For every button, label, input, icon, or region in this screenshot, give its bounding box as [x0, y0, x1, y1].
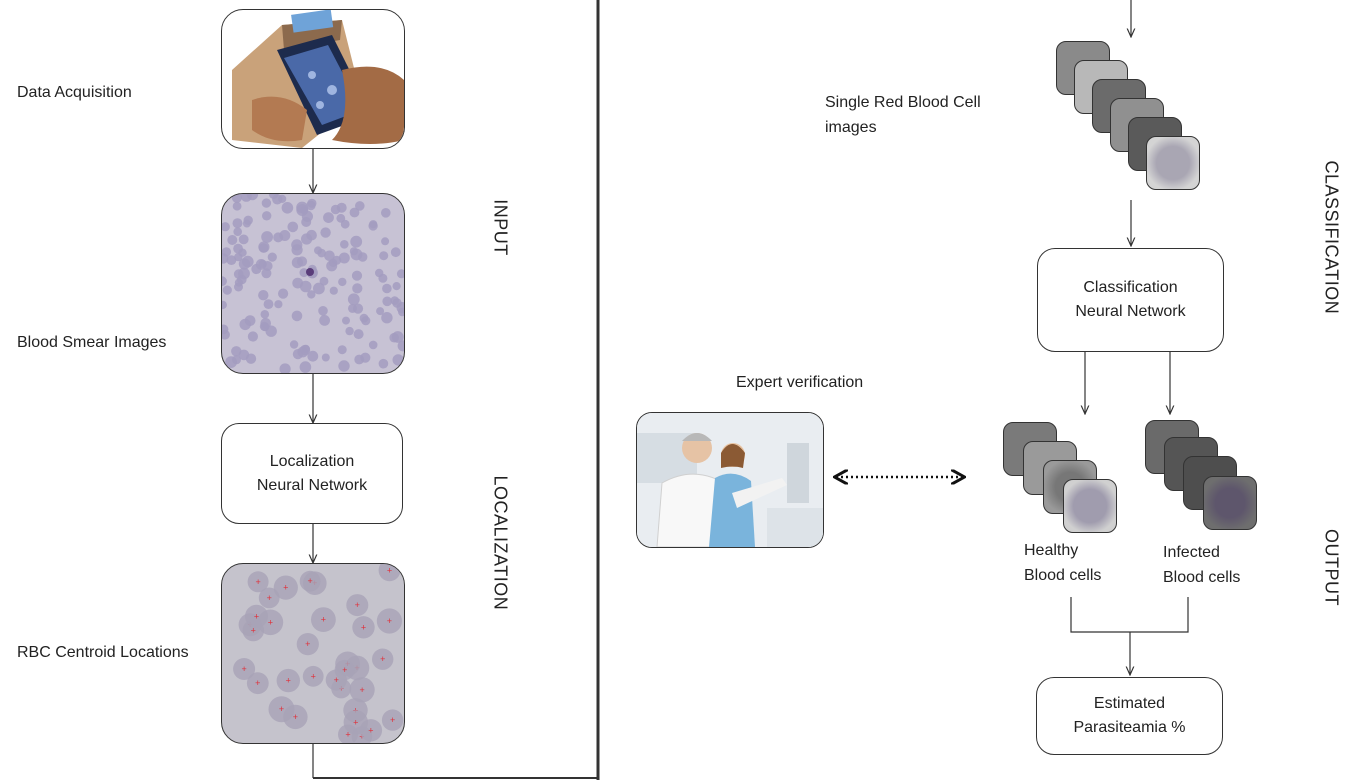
single-cells-label: Single Red Blood Cell images [825, 94, 981, 136]
stage-label-localization: LOCALIZATION [490, 475, 511, 611]
classification-box-line2: Neural Network [1075, 303, 1186, 320]
merge-bracket [1070, 597, 1189, 633]
stage-label-output: OUTPUT [1321, 529, 1342, 606]
svg-text:+: + [268, 617, 273, 627]
svg-text:+: + [353, 717, 358, 727]
step-label-rbc-centroids: RBC Centroid Locations [17, 644, 189, 661]
estimate-box-line2: Parasiteamia % [1073, 719, 1186, 736]
blood-smear-image [221, 193, 405, 374]
svg-text:+: + [380, 654, 385, 664]
svg-text:+: + [361, 622, 366, 632]
svg-text:+: + [368, 725, 373, 735]
svg-text:+: + [334, 675, 339, 685]
svg-text:+: + [293, 712, 298, 722]
step-label-data-acquisition: Data Acquisition [17, 84, 132, 101]
svg-text:+: + [254, 611, 259, 621]
svg-text:+: + [307, 576, 312, 586]
stage-label-classification: CLASSIFICATION [1321, 160, 1342, 315]
infected-cells-label: Infected Blood cells [1163, 544, 1241, 586]
cell-tile [1146, 136, 1200, 190]
svg-text:+: + [342, 665, 347, 675]
svg-text:+: + [359, 685, 364, 695]
svg-text:+: + [255, 577, 260, 587]
healthy-cells-label: Healthy Blood cells [1024, 542, 1102, 584]
svg-text:+: + [321, 615, 326, 625]
svg-text:+: + [251, 626, 256, 636]
step-label-blood-smear: Blood Smear Images [17, 334, 167, 351]
localization-box-line2: Neural Network [256, 476, 368, 494]
classification-box-line1: Classification [1083, 279, 1178, 296]
doctors-at-monitor-photo [636, 412, 824, 548]
cell-tile [1063, 479, 1117, 533]
svg-text:+: + [286, 676, 291, 686]
svg-text:+: + [305, 639, 310, 649]
rbc-centroid-image: ++++++++++++++++++++++++++++++++++ [221, 563, 405, 744]
smartphone-microscope-photo [221, 9, 405, 149]
classification-network-box: Classification Neural Network [1037, 248, 1224, 352]
estimate-box-line1: Estimated [1093, 695, 1166, 712]
svg-text:+: + [279, 704, 284, 714]
svg-text:+: + [345, 730, 350, 740]
svg-text:+: + [255, 678, 260, 688]
estimated-parasitemia-box: Estimated Parasiteamia % [1036, 677, 1223, 755]
svg-text:+: + [311, 671, 316, 681]
stage-label-input: INPUT [490, 199, 511, 256]
localization-box-line1: Localization [269, 452, 355, 470]
expert-verification-label: Expert verification [736, 374, 864, 391]
svg-text:+: + [283, 583, 288, 593]
svg-text:+: + [355, 600, 360, 610]
svg-text:+: + [387, 565, 392, 575]
svg-text:+: + [390, 715, 395, 725]
svg-text:+: + [241, 664, 246, 674]
cell-tile [1203, 476, 1257, 530]
svg-text:+: + [387, 616, 392, 626]
localization-network-box: Localization Neural Network [221, 423, 403, 524]
svg-text:+: + [267, 593, 272, 603]
